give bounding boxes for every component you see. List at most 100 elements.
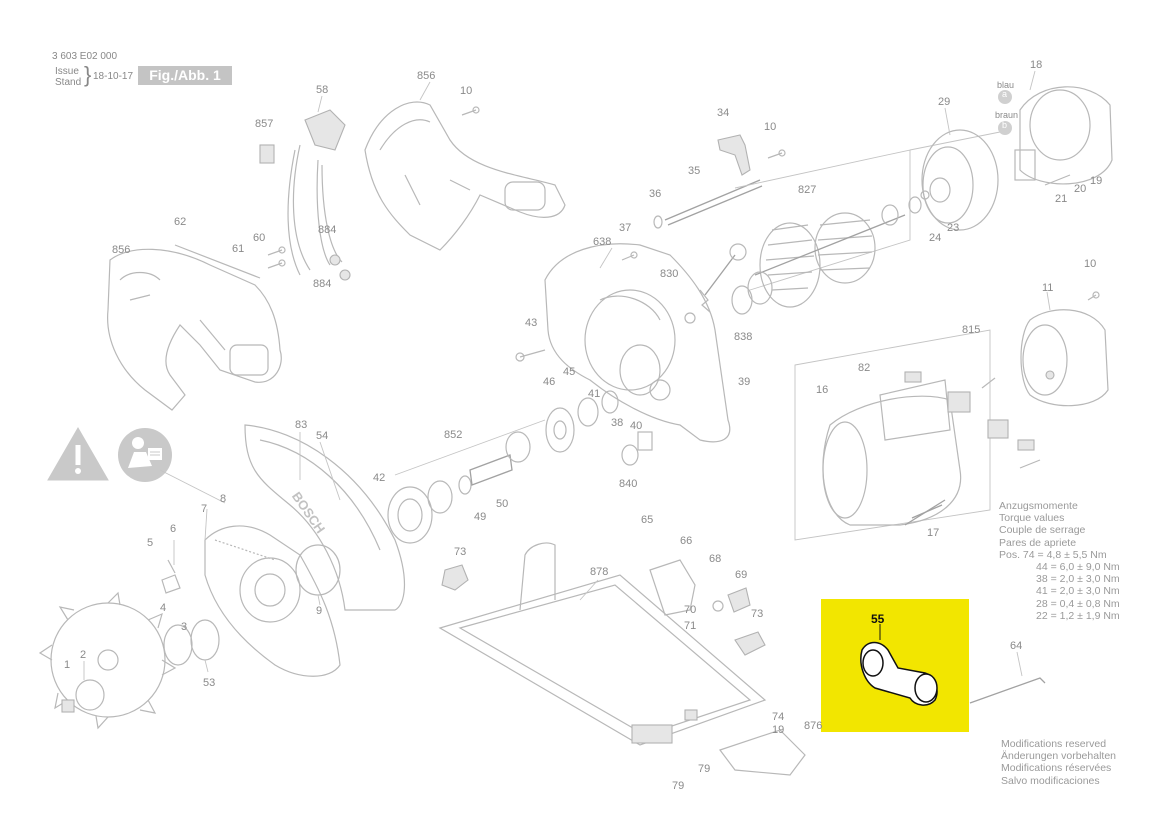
part-label: 8 (220, 493, 227, 505)
modifications-line: Modifications réservées (1001, 762, 1112, 775)
part-label: 827 (798, 184, 817, 196)
blade-guard (244, 424, 406, 611)
part-label: 40 (630, 420, 643, 432)
part-label: 71 (684, 620, 697, 632)
part-label: 65 (641, 514, 654, 526)
torque-line: Pos. 74 = 4,8 ± 5,5 Nm (999, 548, 1107, 561)
handle-left (107, 244, 282, 411)
wire-marker-a: a (1002, 89, 1008, 99)
part-label: 638 (593, 236, 612, 248)
part-label: 857 (255, 118, 274, 130)
torque-line: Anzugsmomente (999, 500, 1078, 512)
wire-label-blue: blau (997, 80, 1015, 90)
part-label: 884 (318, 224, 337, 236)
stand-label: Stand (55, 77, 82, 88)
part-label: 46 (543, 376, 556, 388)
stator-housing (822, 379, 962, 526)
part-label: 24 (929, 232, 942, 244)
torque-line: 41 = 2,0 ± 3,0 Nm (1036, 585, 1120, 598)
part-label: 73 (751, 608, 764, 620)
brush-parts (904, 371, 1041, 469)
torque-line: 22 = 1,2 ± 1,9 Nm (1036, 609, 1120, 622)
part-label: 36 (649, 188, 662, 200)
part-label: 45 (563, 366, 576, 378)
switch-assembly (259, 109, 351, 281)
torque-line: Pares de apriete (999, 536, 1077, 549)
part-label: 5 (147, 537, 154, 549)
part-label: 815 (962, 324, 981, 336)
torque-line: 28 = 0,4 ± 0,8 Nm (1036, 597, 1120, 610)
doc-number: 3 603 E02 000 (52, 51, 118, 62)
read-manual-icon (118, 428, 172, 482)
armature-frame-lines (734, 129, 1011, 541)
part-label: 68 (709, 553, 722, 565)
part-label: 18 (1030, 59, 1043, 71)
part-label: 21 (1055, 193, 1068, 205)
part-label: 19 (1090, 175, 1103, 187)
modifications-line: Modifications reserved (1001, 738, 1107, 750)
wire-marker-b: b (1002, 120, 1008, 130)
part-label: 69 (735, 569, 748, 581)
dust-adapter-part-55 (860, 624, 938, 706)
part-label: 878 (590, 566, 609, 578)
part-label: 10 (1084, 258, 1097, 270)
base-plate (438, 542, 806, 776)
part-label: 840 (619, 478, 638, 490)
gear-housing (544, 243, 731, 443)
part-label: 884 (313, 278, 332, 290)
armature (731, 196, 922, 315)
part-label: 4 (160, 602, 167, 614)
lock-lever (717, 134, 751, 176)
part-label: 3 (181, 621, 188, 633)
part-label: 37 (619, 222, 632, 234)
end-cap (998, 86, 1113, 186)
part-label: 11 (1042, 282, 1054, 294)
motor-housing-rear (1020, 309, 1109, 407)
part-label: 53 (203, 677, 216, 689)
part-label: 830 (660, 268, 679, 280)
part-label: 60 (253, 232, 266, 244)
warning-triangle-icon (47, 426, 109, 481)
part-label: 74 (772, 711, 785, 723)
part-label: 856 (417, 70, 436, 82)
part-label: 58 (316, 84, 329, 96)
part-label: 2 (80, 649, 87, 661)
lower-guard (204, 525, 341, 677)
part-label: 29 (938, 96, 951, 108)
part-label: 9 (316, 605, 323, 617)
part-label: 16 (816, 384, 829, 396)
part-label: 838 (734, 331, 753, 343)
part-label: 73 (454, 546, 467, 558)
saw-blade (38, 591, 177, 730)
modifications-notice: Modifications reserved Änderungen vorbeh… (1001, 738, 1116, 787)
part-label: 6 (170, 523, 177, 535)
part-label: 17 (927, 527, 940, 539)
spindle-lock (684, 243, 747, 324)
flange-parts (161, 559, 220, 666)
part-label: 43 (525, 317, 538, 329)
part-label: 42 (373, 472, 386, 484)
part-label: 34 (717, 107, 730, 119)
torque-line: 38 = 2,0 ± 3,0 Nm (1036, 573, 1120, 586)
screw-17 (911, 504, 943, 519)
part-label: 83 (295, 419, 308, 431)
part-label: 856 (112, 244, 131, 256)
part-label: 79 (698, 763, 711, 775)
part-label: 10 (764, 121, 777, 133)
part-label: 19 (772, 724, 785, 736)
brace-icon: } (84, 62, 92, 87)
issue-date: 18-10-17 (93, 71, 134, 82)
part-label: 70 (684, 604, 697, 616)
part-label: 852 (444, 429, 463, 441)
bearing-stack (387, 390, 653, 544)
knobs (441, 564, 766, 656)
part-label: 39 (738, 376, 751, 388)
part-label: 10 (460, 85, 473, 97)
part-label: 61 (232, 243, 245, 255)
issue-label: Issue (55, 66, 79, 77)
part-label: 876 (804, 720, 823, 732)
part-label: 50 (496, 498, 509, 510)
torque-values: Anzugsmomente Torque values Couple de se… (999, 500, 1120, 622)
part-label: 49 (474, 511, 487, 523)
